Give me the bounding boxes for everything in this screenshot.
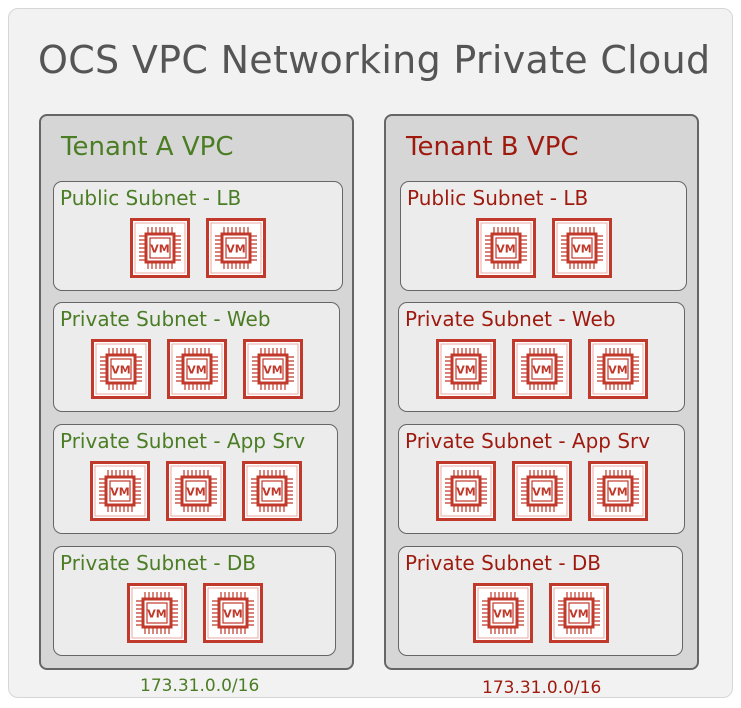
vm-icon: VM xyxy=(165,461,226,521)
subnet-label: Public Subnet - LB xyxy=(407,186,589,210)
tenant-b-subnet-db: Private Subnet - DB VM VM xyxy=(398,546,683,656)
vm-label: VM xyxy=(187,364,206,377)
vm-row: VM VM xyxy=(54,218,342,278)
vm-icon: VM xyxy=(472,583,533,643)
vm-label: VM xyxy=(147,608,166,621)
tenant-a-subnet-app: Private Subnet - App Srv VM VM VM xyxy=(53,424,338,534)
tenant-b-vpc: Tenant B VPC Public Subnet - LB VM VM Pri… xyxy=(384,114,699,670)
subnet-label: Private Subnet - DB xyxy=(405,551,602,575)
subnet-label: Private Subnet - DB xyxy=(60,551,257,575)
vm-label: VM xyxy=(608,486,627,499)
vm-icon: VM xyxy=(587,461,648,521)
tenant-a-subnet-db: Private Subnet - DB VM VM xyxy=(53,546,336,656)
subnet-label: Private Subnet - App Srv xyxy=(405,429,651,453)
vm-icon: VM xyxy=(475,218,536,278)
subnet-label: Private Subnet - App Srv xyxy=(60,429,306,453)
vm-icon: VM xyxy=(90,339,151,399)
vm-row: VM VM xyxy=(54,583,335,643)
vm-label: VM xyxy=(111,364,130,377)
vm-row: VM VM VM xyxy=(54,339,339,399)
subnet-label: Private Subnet - Web xyxy=(405,307,616,331)
vm-icon: VM xyxy=(202,583,263,643)
vm-row: VM VM xyxy=(401,218,686,278)
tenant-b-subnet-web: Private Subnet - Web VM VM VM xyxy=(398,302,685,412)
vm-label: VM xyxy=(493,608,512,621)
vm-label: VM xyxy=(572,243,591,256)
vm-row: VM VM xyxy=(399,583,682,643)
vm-label: VM xyxy=(608,364,627,377)
subnet-label: Private Subnet - Web xyxy=(60,307,271,331)
vm-icon: VM xyxy=(435,461,496,521)
vm-label: VM xyxy=(223,608,242,621)
vm-icon: VM xyxy=(206,218,266,278)
tenant-a-vpc: Tenant A VPC Public Subnet - LB VM VM Pri… xyxy=(39,114,354,670)
tenant-a-cidr: 173.31.0.0/16 xyxy=(140,676,260,696)
tenant-b-subnet-app: Private Subnet - App Srv VM VM VM xyxy=(398,424,685,534)
vm-label: VM xyxy=(456,364,475,377)
vm-icon: VM xyxy=(126,583,187,643)
tenant-a-subnet-web: Private Subnet - Web VM VM VM xyxy=(53,302,340,412)
vm-label: VM xyxy=(532,486,551,499)
vm-icon: VM xyxy=(166,339,227,399)
vm-label: VM xyxy=(569,608,588,621)
vm-icon: VM xyxy=(587,339,648,399)
vm-icon: VM xyxy=(551,218,612,278)
vm-label: VM xyxy=(186,486,205,499)
vm-icon: VM xyxy=(130,218,190,278)
vm-row: VM VM VM xyxy=(399,339,684,399)
tenant-b-cidr: 173.31.0.0/16 xyxy=(482,678,602,698)
vm-icon: VM xyxy=(511,339,572,399)
tenant-a-subnet-lb: Public Subnet - LB VM VM xyxy=(53,181,343,291)
vm-icon: VM xyxy=(241,461,302,521)
vm-label: VM xyxy=(532,364,551,377)
tenant-b-subnet-lb: Public Subnet - LB VM VM xyxy=(400,181,687,291)
vm-label: VM xyxy=(110,486,129,499)
diagram-title: OCS VPC Networking Private Cloud xyxy=(38,38,711,82)
vm-row: VM VM VM xyxy=(54,461,337,521)
vm-row: VM VM VM xyxy=(399,461,684,521)
vm-label: VM xyxy=(262,486,281,499)
vm-label: VM xyxy=(226,243,245,256)
vm-label: VM xyxy=(456,486,475,499)
vm-label: VM xyxy=(263,364,282,377)
vm-label: VM xyxy=(496,243,515,256)
vm-icon: VM xyxy=(242,339,303,399)
tenant-a-title: Tenant A VPC xyxy=(61,132,234,162)
tenant-b-title: Tenant B VPC xyxy=(406,132,579,162)
vm-icon: VM xyxy=(435,339,496,399)
vm-icon: VM xyxy=(548,583,609,643)
vm-label: VM xyxy=(150,243,169,256)
vm-icon: VM xyxy=(511,461,572,521)
vm-icon: VM xyxy=(89,461,150,521)
subnet-label: Public Subnet - LB xyxy=(60,186,242,210)
